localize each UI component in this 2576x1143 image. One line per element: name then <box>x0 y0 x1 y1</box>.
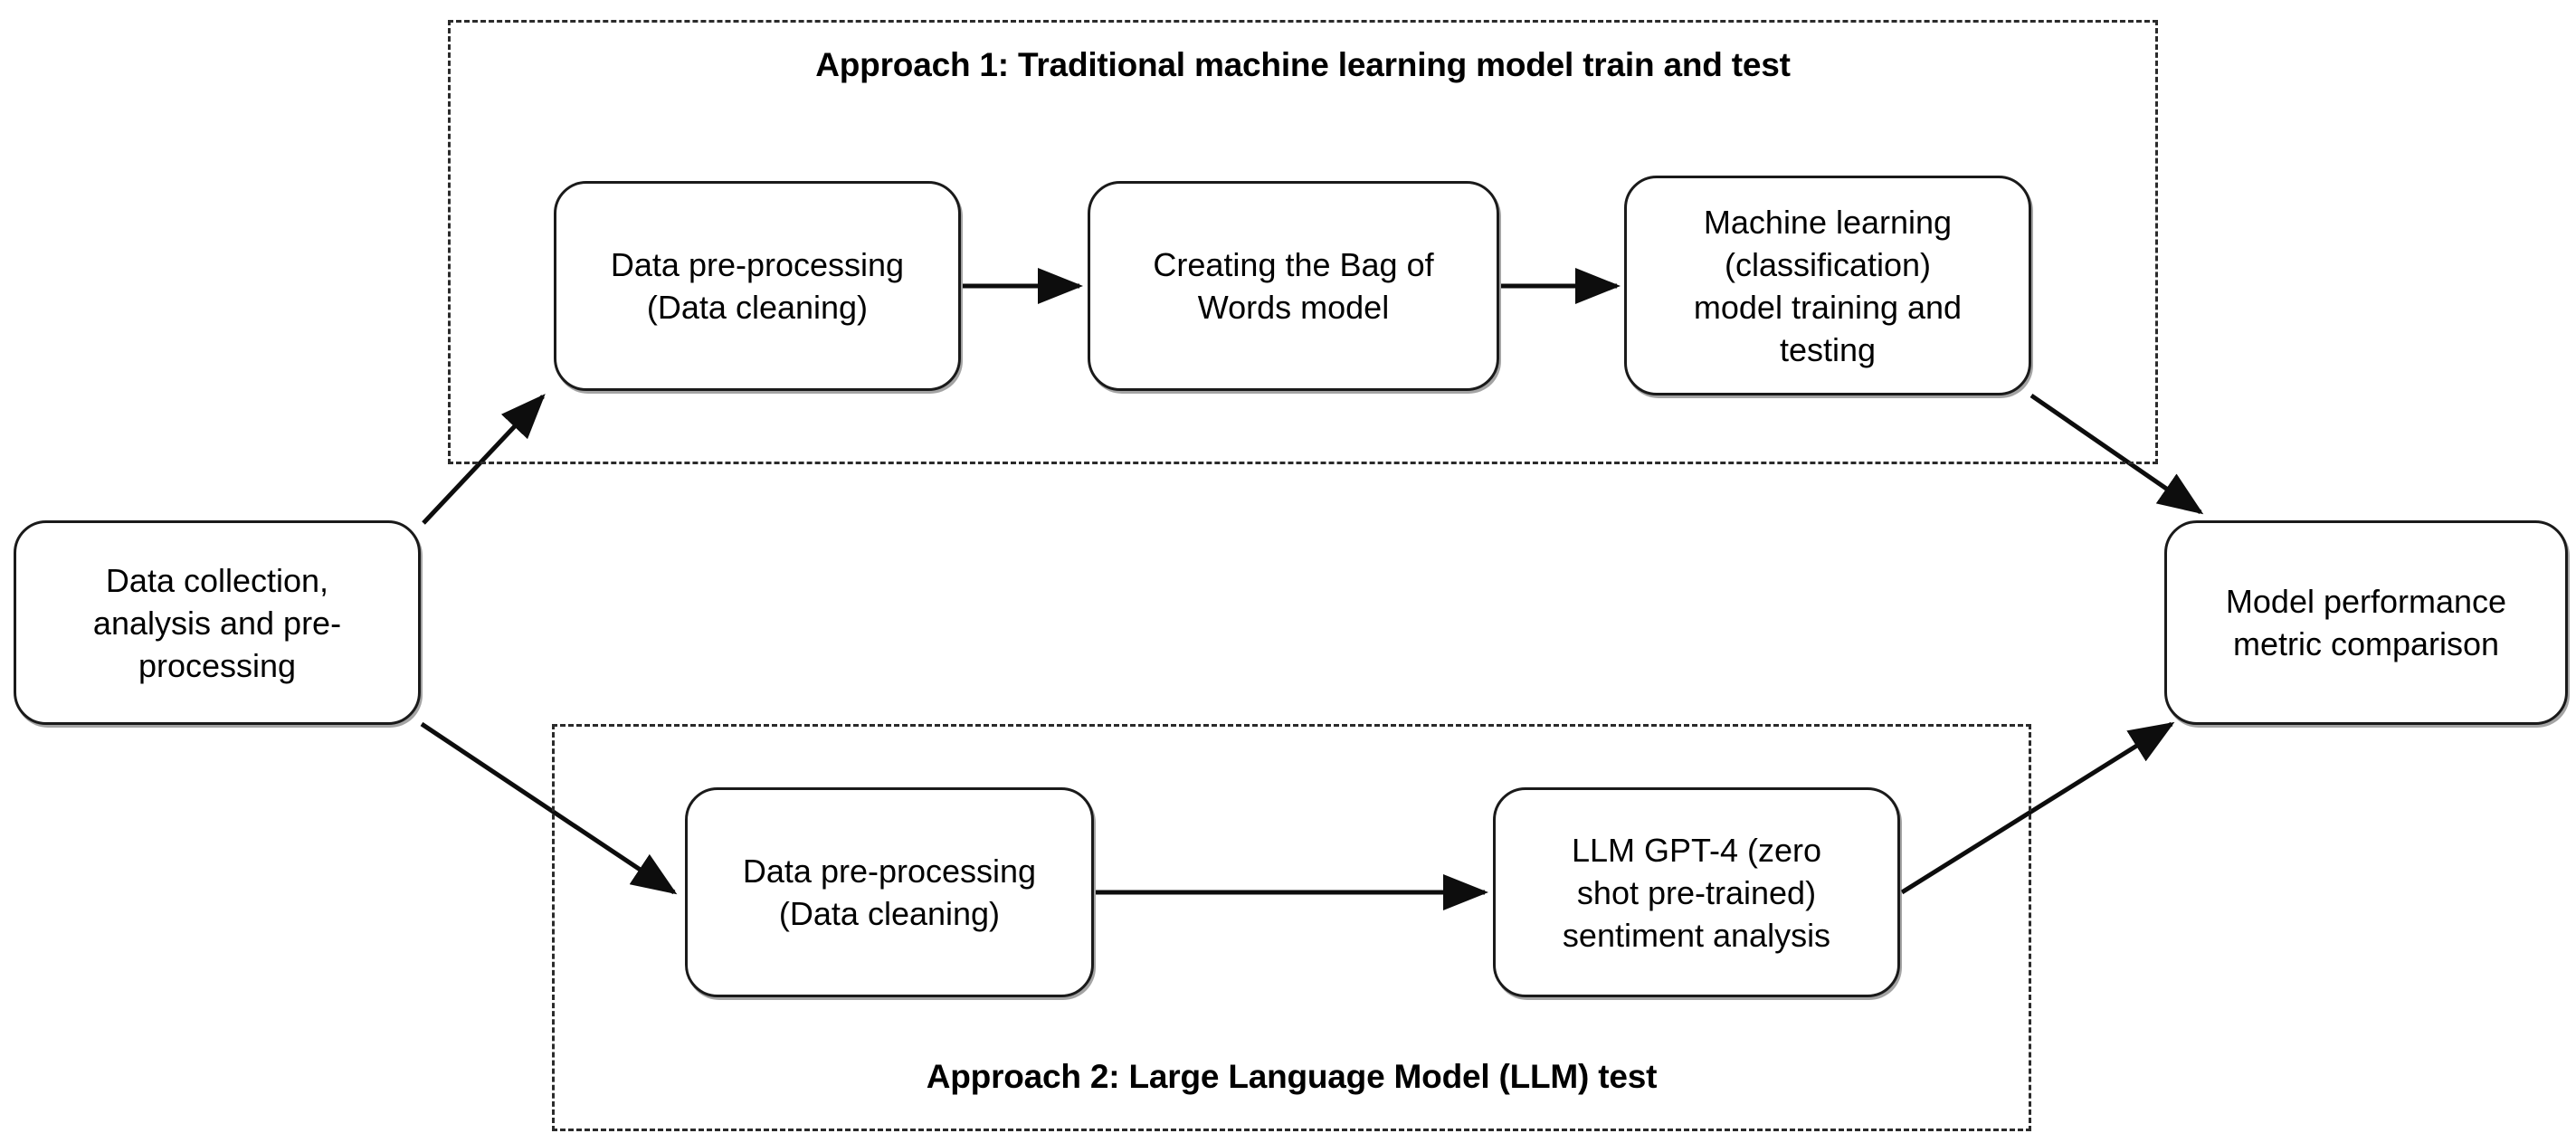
node-bag-of-words-label: Creating the Bag of Words model <box>1153 246 1434 326</box>
node-machine-learning-model[interactable]: Machine learning (classification) model … <box>1624 176 2031 395</box>
node-model-performance-comparison-label: Model performance metric comparison <box>2225 583 2507 662</box>
node-data-collection-label: Data collection, analysis and pre- proce… <box>92 561 342 684</box>
node-bag-of-words[interactable]: Creating the Bag of Words model <box>1088 181 1499 391</box>
node-llm-gpt4[interactable]: LLM GPT-4 (zero shot pre-trained) sentim… <box>1493 787 1900 997</box>
group-title-approach-2: Approach 2: Large Language Model (LLM) t… <box>926 1058 1658 1095</box>
node-machine-learning-model-label: Machine learning (classification) model … <box>1693 203 1963 368</box>
node-data-preprocessing-ml-label: Data pre-processing (Data cleaning) <box>610 246 905 326</box>
node-data-preprocessing-llm-label: Data pre-processing (Data cleaning) <box>742 852 1037 932</box>
group-frame-approach-2 <box>552 724 2031 1131</box>
node-data-preprocessing-llm[interactable]: Data pre-processing (Data cleaning) <box>685 787 1094 997</box>
node-model-performance-comparison[interactable]: Model performance metric comparison <box>2164 520 2568 725</box>
node-data-preprocessing-ml[interactable]: Data pre-processing (Data cleaning) <box>554 181 961 391</box>
node-data-collection[interactable]: Data collection, analysis and pre- proce… <box>14 520 421 725</box>
group-frame-approach-1 <box>448 20 2158 464</box>
group-title-approach-1: Approach 1: Traditional machine learning… <box>815 46 1791 83</box>
node-llm-gpt4-label: LLM GPT-4 (zero shot pre-trained) sentim… <box>1562 831 1831 954</box>
